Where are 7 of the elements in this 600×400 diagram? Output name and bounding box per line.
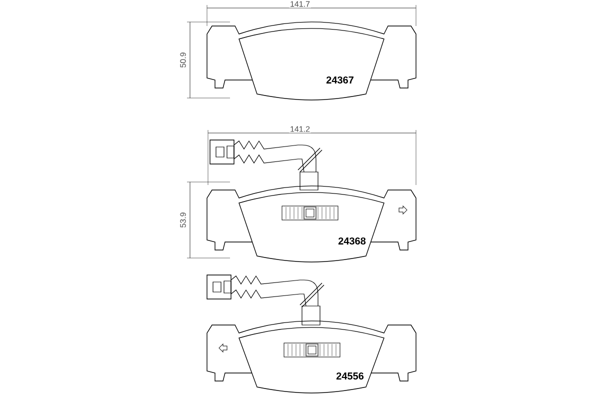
part-number: 24556 bbox=[336, 372, 364, 380]
dimension-label: 141.7 bbox=[289, 0, 312, 8]
dimension-label: 50.9 bbox=[179, 51, 187, 69]
part-number: 24368 bbox=[338, 237, 366, 245]
part-number: 24367 bbox=[326, 76, 354, 84]
dimension-label: 141.2 bbox=[289, 125, 312, 133]
dimension-label: 53.9 bbox=[179, 211, 187, 229]
